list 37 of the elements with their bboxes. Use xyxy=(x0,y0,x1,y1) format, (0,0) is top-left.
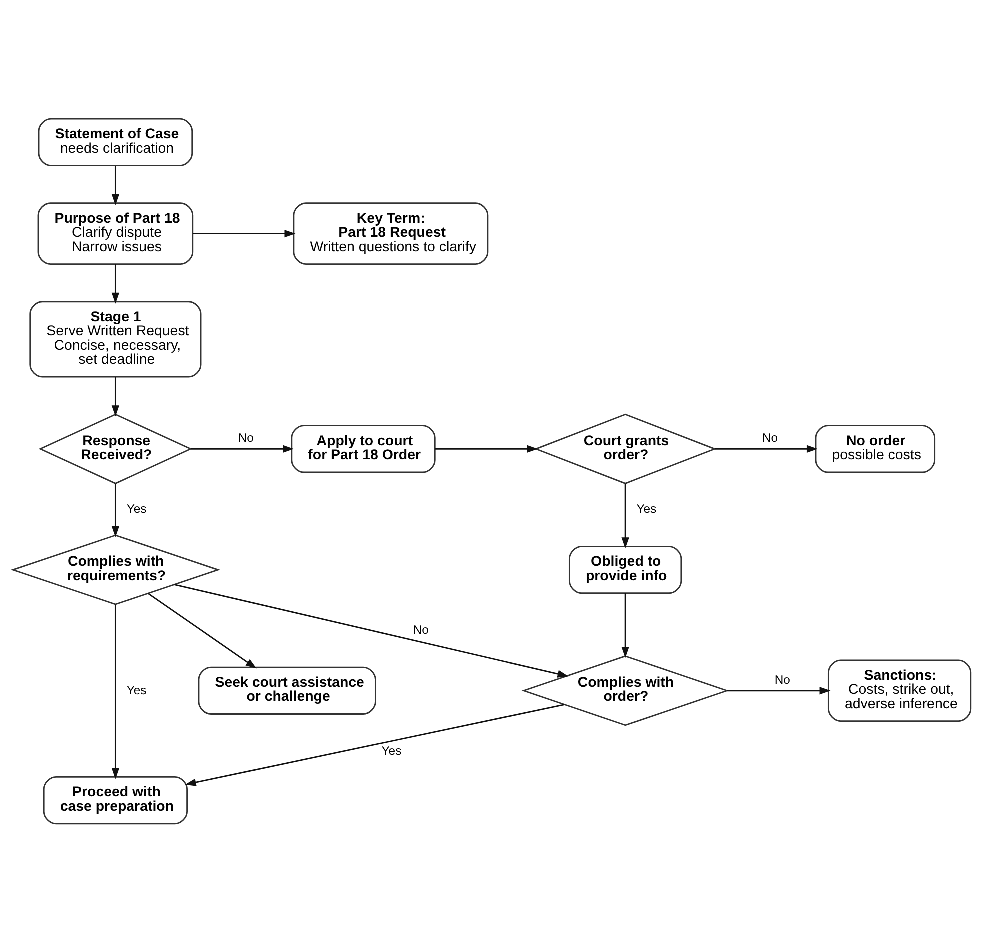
node-box: Statement of Case needs clarification xyxy=(38,118,193,166)
edge-label: No xyxy=(762,431,778,446)
node-diamond: Court grants order? xyxy=(534,414,716,484)
edge-label: Yes xyxy=(126,684,146,698)
arrow xyxy=(714,445,818,453)
arrow xyxy=(111,484,120,538)
arrow xyxy=(192,230,296,238)
node-box: Key Term: Part 18 Request Written questions to clarify xyxy=(292,202,488,266)
node-box: Obliged to provide info xyxy=(568,546,682,594)
node-diamond: Complies with order? xyxy=(521,656,729,726)
arrow xyxy=(111,377,120,417)
edge-label: Yes xyxy=(636,502,656,516)
node-box: Proceed with case preparation xyxy=(42,776,188,825)
arrow xyxy=(184,704,564,786)
arrow xyxy=(111,264,120,304)
edge-label: No xyxy=(412,623,428,638)
node-box: Purpose of Part 18 Clarify dispute Narrow issues xyxy=(37,202,194,266)
arrow xyxy=(621,593,629,658)
edge-label: No xyxy=(774,672,790,687)
arrow xyxy=(111,166,120,206)
node-box: Sanctions: Costs, strike out, adverse inference xyxy=(827,660,972,722)
node-box: No order possible costs xyxy=(814,425,936,474)
arrow xyxy=(174,584,568,678)
edge-label: Yes xyxy=(126,502,146,516)
node-diamond: Response Received? xyxy=(38,414,192,484)
edge-label: Yes xyxy=(381,744,402,758)
arrow xyxy=(190,445,294,453)
arrow xyxy=(621,484,629,549)
arrow xyxy=(111,604,120,780)
arrow xyxy=(434,445,538,453)
edge-label: No xyxy=(238,431,254,446)
node-box: Apply to court for Part 18 Order xyxy=(290,425,436,474)
arrow xyxy=(726,687,830,695)
arrow xyxy=(147,593,256,669)
node-diamond: Complies with requirements? xyxy=(10,534,220,606)
node-box: Stage 1 Serve Written Request Concise, necessary, set deadline xyxy=(29,301,202,378)
node-box: Seek court assistance or challenge xyxy=(198,666,376,715)
